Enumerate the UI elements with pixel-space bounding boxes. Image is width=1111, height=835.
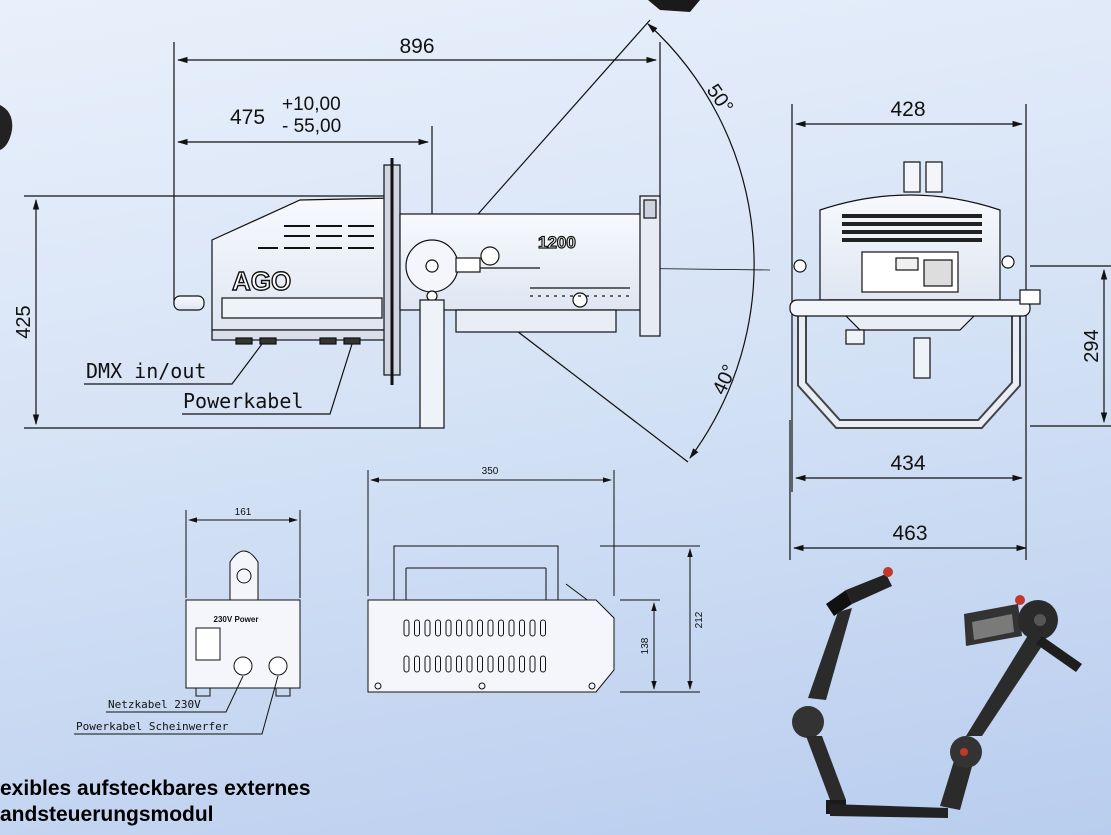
- dim-425: 425: [13, 305, 35, 338]
- dim-475-tol-minus: - 55,00: [282, 116, 341, 137]
- dim-294: 294: [1081, 329, 1103, 362]
- leader-power: [182, 343, 353, 415]
- vent-slot: [456, 619, 462, 637]
- angle-50: 50°: [702, 80, 737, 117]
- front-view: [789, 104, 1111, 560]
- dim-475-tol-plus: +10,00: [282, 94, 341, 115]
- front-vent-grid: [842, 214, 982, 242]
- left-edge-object: [0, 105, 13, 150]
- dim-434: 434: [890, 452, 925, 475]
- vent-slot: [403, 619, 410, 637]
- side-view: [24, 19, 771, 463]
- top-edge-object: [648, 0, 700, 12]
- dim-212: 212: [694, 611, 705, 628]
- label-powerkabel: Powerkabel: [183, 389, 303, 413]
- vent-slot: [445, 619, 452, 637]
- power-unit-side: [367, 470, 700, 693]
- power-unit-front: [74, 510, 301, 735]
- model-label: 1200: [538, 233, 576, 252]
- vent-slot: [487, 619, 494, 637]
- vent-slot: [466, 619, 473, 637]
- vent-slot: [498, 655, 504, 673]
- label-netzkabel: Netzkabel 230V: [108, 698, 201, 711]
- vent-slot: [435, 619, 441, 637]
- dim-138: 138: [640, 637, 651, 654]
- vent-slot: [424, 619, 431, 637]
- dim-463: 463: [892, 522, 927, 545]
- leader-dmx: [84, 343, 263, 385]
- label-powerkabel-scheinwerfer: Powerkabel Scheinwerfer: [76, 720, 229, 733]
- dim-896: 896: [399, 35, 434, 58]
- caption-line-1: exibles aufsteckbares externes: [0, 777, 311, 800]
- label-dmx-in-out: DMX in/out: [86, 359, 206, 383]
- vent-slot: [529, 655, 536, 673]
- external-module-render: [792, 567, 1082, 818]
- vent-slot: [529, 619, 536, 637]
- vent-slot: [487, 655, 494, 673]
- vent-slot: [519, 655, 525, 673]
- vent-slot: [466, 655, 473, 673]
- vent-slot: [403, 655, 410, 673]
- vent-slot: [414, 619, 420, 637]
- dim-475: 475: [230, 106, 265, 129]
- vent-slot: [445, 655, 452, 673]
- caption: exibles aufsteckbares externes andsteuer…: [0, 776, 311, 828]
- vent-slot: [508, 655, 515, 673]
- caption-line-2: andsteuerungsmodul: [0, 803, 214, 826]
- vent-slot: [424, 655, 431, 673]
- vent-slot: [498, 619, 504, 637]
- vent-slot: [456, 655, 462, 673]
- dim-350: 350: [482, 466, 499, 477]
- dim-161: 161: [235, 507, 252, 518]
- vent-slot: [540, 655, 546, 673]
- dim-428: 428: [890, 98, 925, 121]
- power-unit-vents: [403, 619, 546, 673]
- vent-slot: [435, 655, 441, 673]
- vent-slot: [477, 619, 483, 637]
- angle-40: 40°: [709, 361, 742, 398]
- angle-arc: [647, 23, 755, 459]
- vent-slot: [508, 619, 515, 637]
- vent-slot: [519, 619, 525, 637]
- vent-slot: [477, 655, 483, 673]
- panel-title: 230V Power: [214, 615, 259, 624]
- logo-ago: AGO: [232, 266, 291, 296]
- vent-slot: [414, 655, 420, 673]
- vent-slot: [540, 619, 546, 637]
